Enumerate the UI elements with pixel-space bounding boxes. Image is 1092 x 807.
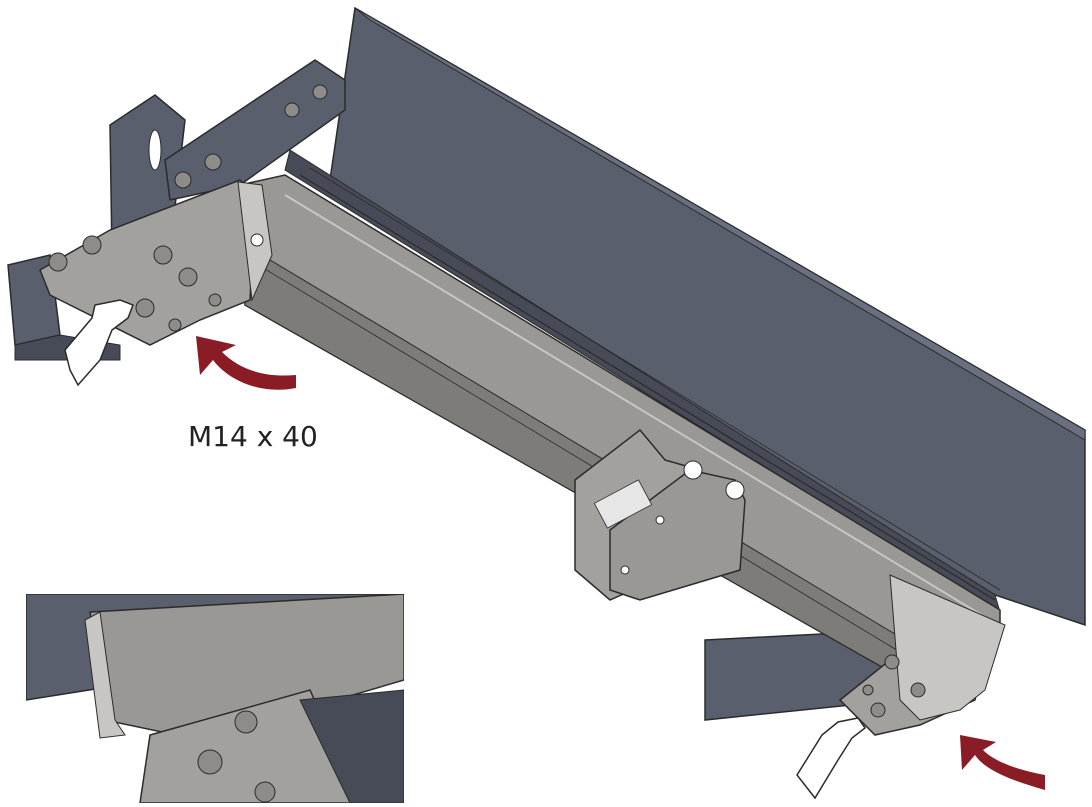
inset-bolts (197, 710, 276, 803)
bolt-spec-label: M14 x 40 (188, 420, 318, 453)
label-plate-icon (593, 479, 653, 529)
left-bracket-bolts (48, 235, 222, 332)
dark-main-beam (284, 6, 1086, 627)
detail-inset (26, 594, 404, 803)
rotate-arrow-icon (960, 735, 1045, 790)
rotate-arrow-icon (196, 336, 296, 390)
left-bracket (39, 179, 273, 346)
right-bracket-bolts (862, 654, 926, 718)
center-mounting-plates (574, 428, 746, 601)
hand-tighten-icon (796, 717, 867, 800)
right-bracket (838, 574, 1006, 736)
hand-tighten-icon (64, 299, 134, 387)
